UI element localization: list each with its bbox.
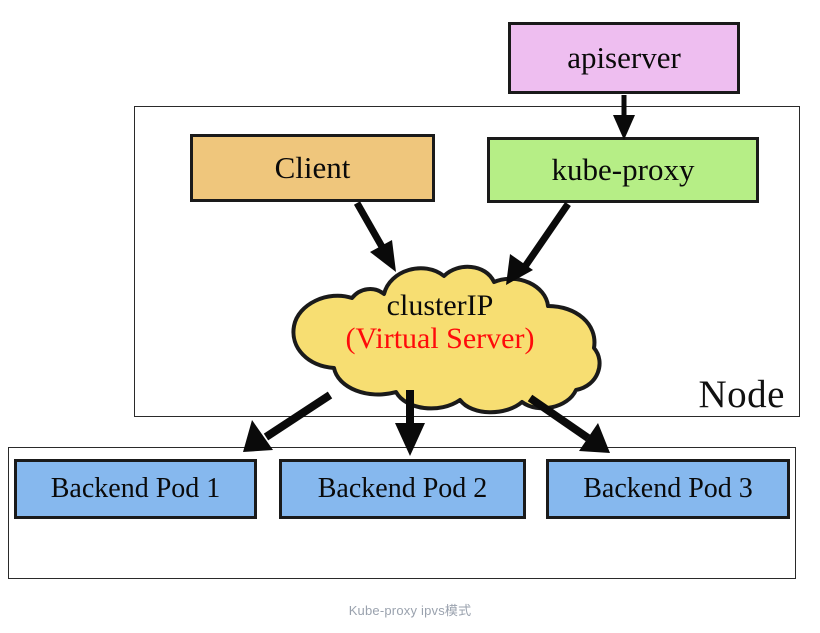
backend-pod-1[interactable]: Backend Pod 1 [14, 459, 257, 519]
cluster-ip-cloud[interactable]: clusterIP (Virtual Server) [272, 258, 608, 420]
client-node[interactable]: Client [190, 134, 435, 202]
backend-pod-3-label: Backend Pod 3 [583, 473, 753, 504]
kube-proxy-node[interactable]: kube-proxy [487, 137, 759, 203]
cloud-shape-icon [291, 264, 602, 415]
backend-pod-3[interactable]: Backend Pod 3 [546, 459, 790, 519]
apiserver-node[interactable]: apiserver [508, 22, 740, 94]
figure-caption: Kube-proxy ipvs模式 [348, 603, 472, 618]
apiserver-label: apiserver [567, 40, 681, 75]
backend-pod-2-label: Backend Pod 2 [317, 473, 488, 504]
client-label: Client [274, 150, 351, 185]
backend-pod-2[interactable]: Backend Pod 2 [279, 459, 526, 519]
kube-proxy-label: kube-proxy [551, 152, 695, 187]
node-container: Node [134, 106, 800, 417]
backend-pod-1-label: Backend Pod 1 [50, 473, 221, 504]
node-container-label: Node [698, 373, 785, 416]
